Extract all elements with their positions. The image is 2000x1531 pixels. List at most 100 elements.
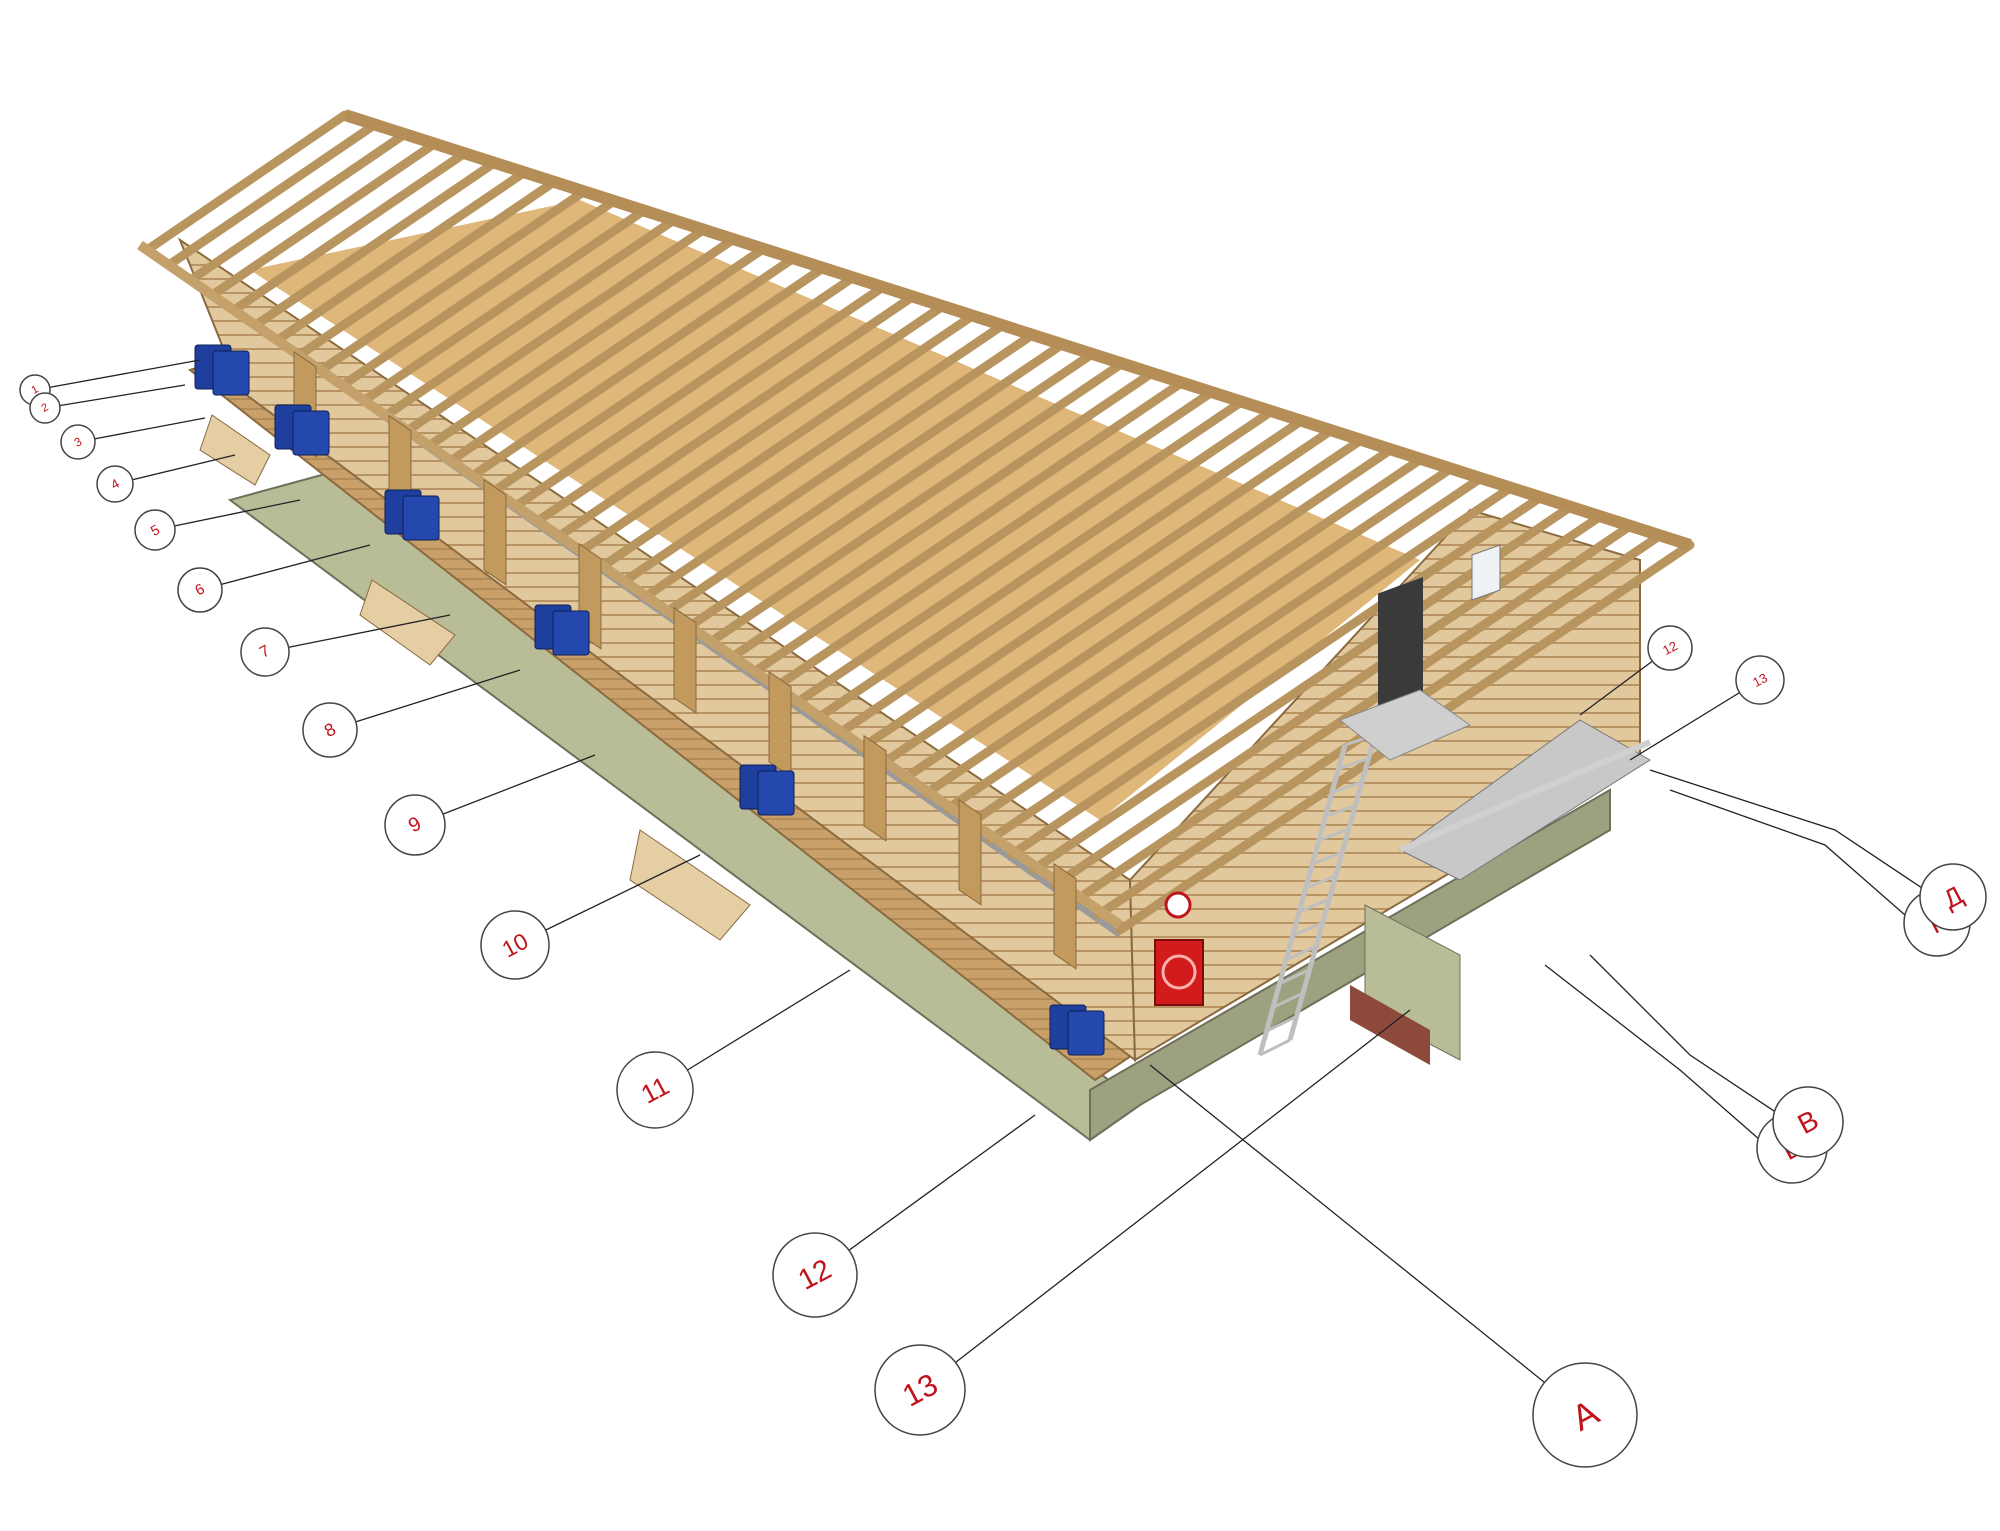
leader-line: [199, 544, 371, 591]
axis-bubble-label: 13: [1750, 670, 1770, 690]
rafter: [856, 425, 1336, 753]
blue-bin: [552, 610, 590, 656]
leader-line: [329, 669, 521, 731]
leader-line: [1669, 789, 1906, 916]
plinth-end-side: [1089, 788, 1611, 1142]
rafter: [339, 196, 619, 389]
stair-step: [1337, 757, 1369, 771]
axis-bubble: 5: [134, 509, 176, 551]
axis-bubble: 2: [29, 392, 61, 424]
rafter: [662, 339, 1067, 617]
rafter: [964, 473, 1486, 829]
leader-line: [1544, 964, 1761, 1141]
rafter: [296, 177, 559, 359]
leader-line: [114, 454, 236, 485]
axis-bubble-circle: [96, 465, 134, 503]
axis-bubble: А: [1532, 1362, 1638, 1468]
axis-bubble-circle: [1532, 1362, 1638, 1468]
axis-bubble-circle: [302, 702, 358, 758]
rafter: [145, 110, 350, 253]
leader-line: [1649, 769, 1926, 891]
rafter: [749, 378, 1187, 677]
rafter: [274, 167, 529, 344]
axis-bubble-circle: [874, 1344, 966, 1436]
axis-bubble-circle: [60, 424, 96, 460]
axis-bubble-circle: [1772, 1086, 1844, 1158]
rafter: [382, 215, 679, 420]
roof-rafters: [145, 110, 1695, 935]
axis-bubble: 13: [1735, 655, 1785, 705]
stair-step: [1331, 780, 1363, 795]
rafter: [878, 435, 1366, 768]
porch-stairs: [199, 414, 751, 941]
leader-line: [414, 754, 596, 826]
rafter: [490, 263, 828, 495]
door: [673, 606, 697, 714]
axis-bubble: 9: [384, 794, 446, 856]
rafter: [404, 225, 709, 435]
rafter: [555, 292, 918, 541]
rafter: [447, 244, 768, 465]
rafter: [619, 320, 1008, 586]
rafter: [835, 416, 1306, 738]
rafter: [231, 148, 470, 314]
rafter: [511, 272, 858, 511]
terrace-railing: [1398, 739, 1652, 853]
rafter: [705, 358, 1127, 647]
rafter: [727, 368, 1157, 662]
axis-bubble-label: 12: [1660, 638, 1680, 658]
stair-step: [1292, 921, 1324, 938]
axis-bubble: В: [1772, 1086, 1844, 1158]
rafter: [188, 129, 410, 283]
blue-bin: [292, 410, 330, 456]
rafter: [943, 464, 1456, 814]
rafter: [317, 186, 589, 374]
axis-bubble: 3: [60, 424, 96, 460]
porch-stair-3: [629, 829, 751, 941]
axis-bubble: 8: [302, 702, 358, 758]
axis-bubble-circle: [772, 1232, 858, 1318]
no-fire-sign-icon: [1164, 891, 1192, 919]
ridge-beam: [343, 109, 1692, 551]
door: [1053, 862, 1077, 970]
leader-line: [154, 499, 301, 531]
axis-bubble-circle: [177, 567, 223, 613]
stair-step: [1278, 968, 1311, 985]
stair-step: [1298, 897, 1330, 914]
axis-bubble: 4: [96, 465, 134, 503]
waste-bins: [194, 344, 1105, 1056]
porch-stair-1: [199, 414, 271, 486]
fire-hose-reel-icon: [1161, 954, 1197, 990]
rafter: [986, 483, 1516, 844]
rafter: [468, 253, 798, 480]
blue-bin: [402, 495, 440, 541]
axis-bubble: 11: [616, 1051, 694, 1129]
leader-line: [1149, 1064, 1586, 1416]
upper-window: [1471, 544, 1501, 601]
rafter: [210, 139, 440, 298]
rafter: [770, 387, 1217, 693]
stair-step: [1305, 874, 1337, 890]
axis-bubble-circle: [29, 392, 61, 424]
axis-bubble-circle: [134, 509, 176, 551]
axis-bubble-label: 1: [29, 383, 40, 396]
leader-line: [814, 1114, 1036, 1276]
rafter: [684, 349, 1097, 632]
blue-bin: [757, 770, 795, 816]
rafter: [253, 158, 499, 329]
stair-step: [1285, 944, 1317, 961]
axis-bubble: 6: [177, 567, 223, 613]
leader-line: [919, 1009, 1411, 1391]
axis-bubble-circle: [1919, 863, 1987, 931]
axis-bubble: 7: [240, 627, 290, 677]
stair-landing: [1339, 689, 1472, 761]
axis-bubble-label: 2: [39, 401, 50, 414]
axis-bubble-circle: [240, 627, 290, 677]
axis-bubble-circle: [1647, 625, 1693, 671]
stair-step: [1318, 827, 1350, 842]
rafter: [576, 301, 948, 556]
leader-line: [1629, 679, 1761, 761]
rafter: [921, 454, 1426, 799]
door: [958, 798, 982, 906]
